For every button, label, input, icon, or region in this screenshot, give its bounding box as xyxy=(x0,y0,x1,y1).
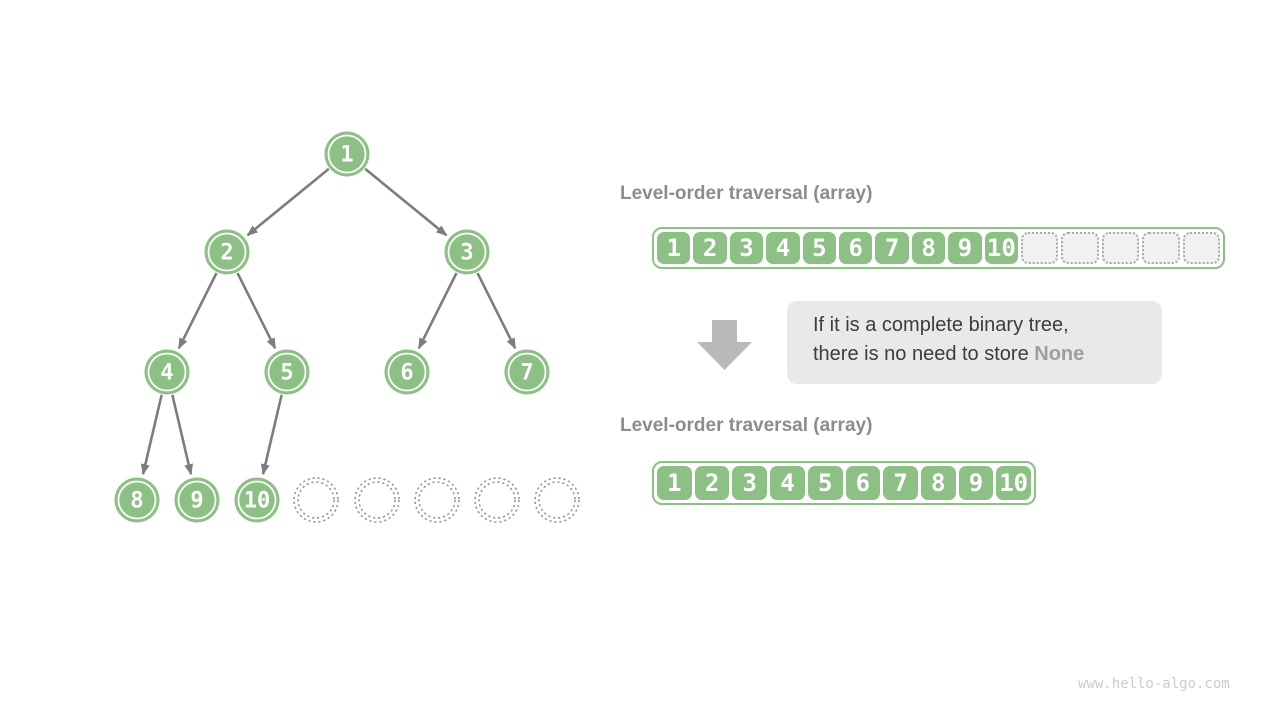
tree-node-label: 6 xyxy=(400,361,413,386)
tree-node-empty xyxy=(293,477,339,523)
array-cell: 7 xyxy=(883,466,918,500)
note-line1: If it is a complete binary tree, xyxy=(813,314,1069,336)
tree-edge xyxy=(476,272,517,350)
tree-edge xyxy=(177,272,218,350)
binary-tree-diagram: 1 2 3 4 5 6 7 8 9 10 xyxy=(114,131,580,523)
note-line2: there is no need to store xyxy=(813,343,1035,365)
array-cell-empty xyxy=(1142,232,1180,264)
tree-node-6: 6 xyxy=(384,349,430,395)
array-cell: 2 xyxy=(693,232,727,264)
array-cell: 1 xyxy=(657,232,691,264)
array-cell: 7 xyxy=(875,232,909,264)
tree-edge xyxy=(140,394,163,476)
array-cell: 5 xyxy=(802,232,837,264)
array-cell: 6 xyxy=(845,466,881,500)
watermark: www.hello-algo.com xyxy=(1078,676,1230,692)
tree-edge xyxy=(364,167,448,237)
tree-node-8: 8 xyxy=(114,477,160,523)
tree-node-label: 7 xyxy=(520,361,533,386)
array-cell: 8 xyxy=(911,232,946,264)
down-arrow-icon xyxy=(697,320,752,370)
tree-nodes: 1 2 3 4 5 6 7 8 9 10 xyxy=(114,131,580,523)
array-cell-empty xyxy=(1061,232,1099,264)
tree-node-label: 5 xyxy=(280,361,293,386)
array-cell: 4 xyxy=(766,232,800,264)
tree-node-7: 7 xyxy=(504,349,550,395)
tree-node-empty xyxy=(414,477,460,523)
tree-node-label: 2 xyxy=(220,241,233,266)
array-cell: 10 xyxy=(984,232,1019,264)
tree-node-label: 1 xyxy=(340,143,353,168)
tree-node-empty xyxy=(534,477,580,523)
array-cell: 2 xyxy=(694,466,730,500)
tree-node-label: 3 xyxy=(460,241,473,266)
tree-edge xyxy=(236,272,277,350)
array-heading-top: Level-order traversal (array) xyxy=(620,183,873,204)
note-box: If it is a complete binary tree, there i… xyxy=(787,301,1162,384)
tree-node-9: 9 xyxy=(174,477,220,523)
tree-edges xyxy=(140,167,517,476)
array-heading-bottom: Level-order traversal (array) xyxy=(620,415,873,436)
tree-node-3: 3 xyxy=(444,229,490,275)
note-none-label: None xyxy=(1034,343,1085,365)
array-cell-empty xyxy=(1101,232,1140,264)
tree-node-5: 5 xyxy=(264,349,310,395)
tree-node-10: 10 xyxy=(234,477,280,523)
array-cell: 9 xyxy=(958,466,994,500)
tree-node-2: 2 xyxy=(204,229,250,275)
array-cell: 3 xyxy=(732,466,768,500)
array-cell: 4 xyxy=(770,466,805,500)
array-cell: 9 xyxy=(948,232,982,264)
tree-node-label: 10 xyxy=(244,489,271,514)
tree-node-1: 1 xyxy=(324,131,370,177)
array-cell: 8 xyxy=(920,466,956,500)
tree-node-label: 9 xyxy=(190,489,203,514)
tree-node-label: 4 xyxy=(160,361,173,386)
array-cell: 1 xyxy=(657,466,692,500)
array-cell-empty xyxy=(1182,232,1221,264)
tree-edge xyxy=(171,394,194,476)
tree-node-empty xyxy=(354,477,400,523)
array-cell: 5 xyxy=(807,466,843,500)
tree-edge xyxy=(260,394,283,476)
tree-node-empty xyxy=(474,477,520,523)
array-cell-empty xyxy=(1021,232,1059,264)
array-cell: 10 xyxy=(996,466,1032,500)
tree-node-label: 8 xyxy=(130,489,143,514)
array-cell: 6 xyxy=(839,232,873,264)
array-cell: 3 xyxy=(729,232,764,264)
tree-edge xyxy=(417,272,458,350)
tree-node-4: 4 xyxy=(144,349,190,395)
tree-edge xyxy=(246,167,330,237)
